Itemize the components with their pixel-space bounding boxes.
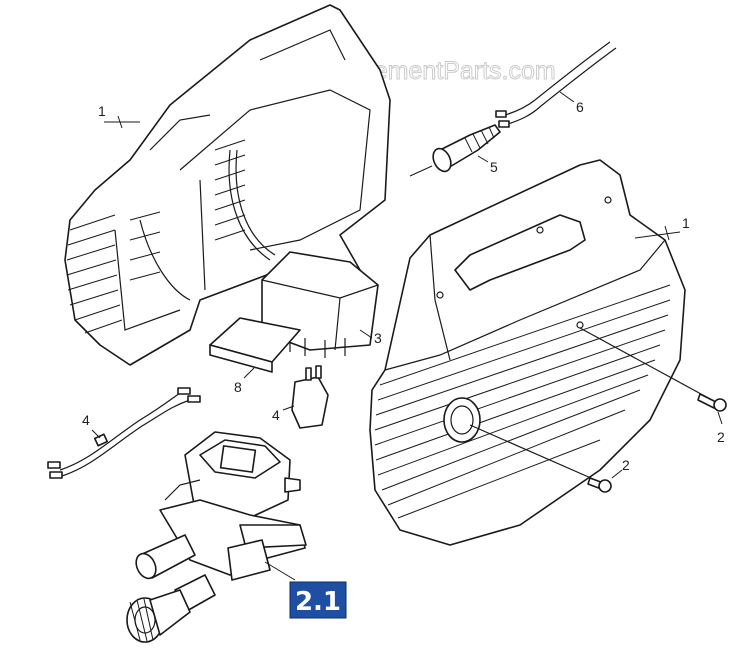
callout-housing-right: 1: [682, 215, 690, 231]
small-switch: [291, 365, 329, 429]
housing-right-half: [369, 159, 686, 546]
foam-pad: [209, 317, 301, 373]
callout-housing-left: 1: [98, 103, 106, 119]
screw-lower: [469, 424, 612, 493]
callout-power-cord: 6: [576, 99, 584, 115]
pump-assembly-badge: 2.1: [264, 561, 347, 619]
callout-foam-pad: 8: [234, 379, 242, 395]
callout-strain-relief: 5: [490, 159, 498, 175]
callout-small-switch: 4: [272, 407, 280, 423]
callout-screw-lower: 2: [622, 457, 630, 473]
housing-left-half: [64, 4, 391, 366]
callout-screw-upper: 2: [717, 429, 725, 445]
callout-pump-assembly: 2.1: [295, 587, 341, 617]
power-cord: [495, 41, 617, 128]
pump-assembly: [126, 431, 307, 643]
wire-harness: [47, 387, 201, 479]
strain-relief: [432, 124, 501, 173]
callout-wire-harness: 4: [82, 412, 90, 428]
callout-switch-box: 3: [374, 330, 382, 346]
switch-box: [261, 251, 379, 358]
screw-upper: [579, 327, 727, 412]
